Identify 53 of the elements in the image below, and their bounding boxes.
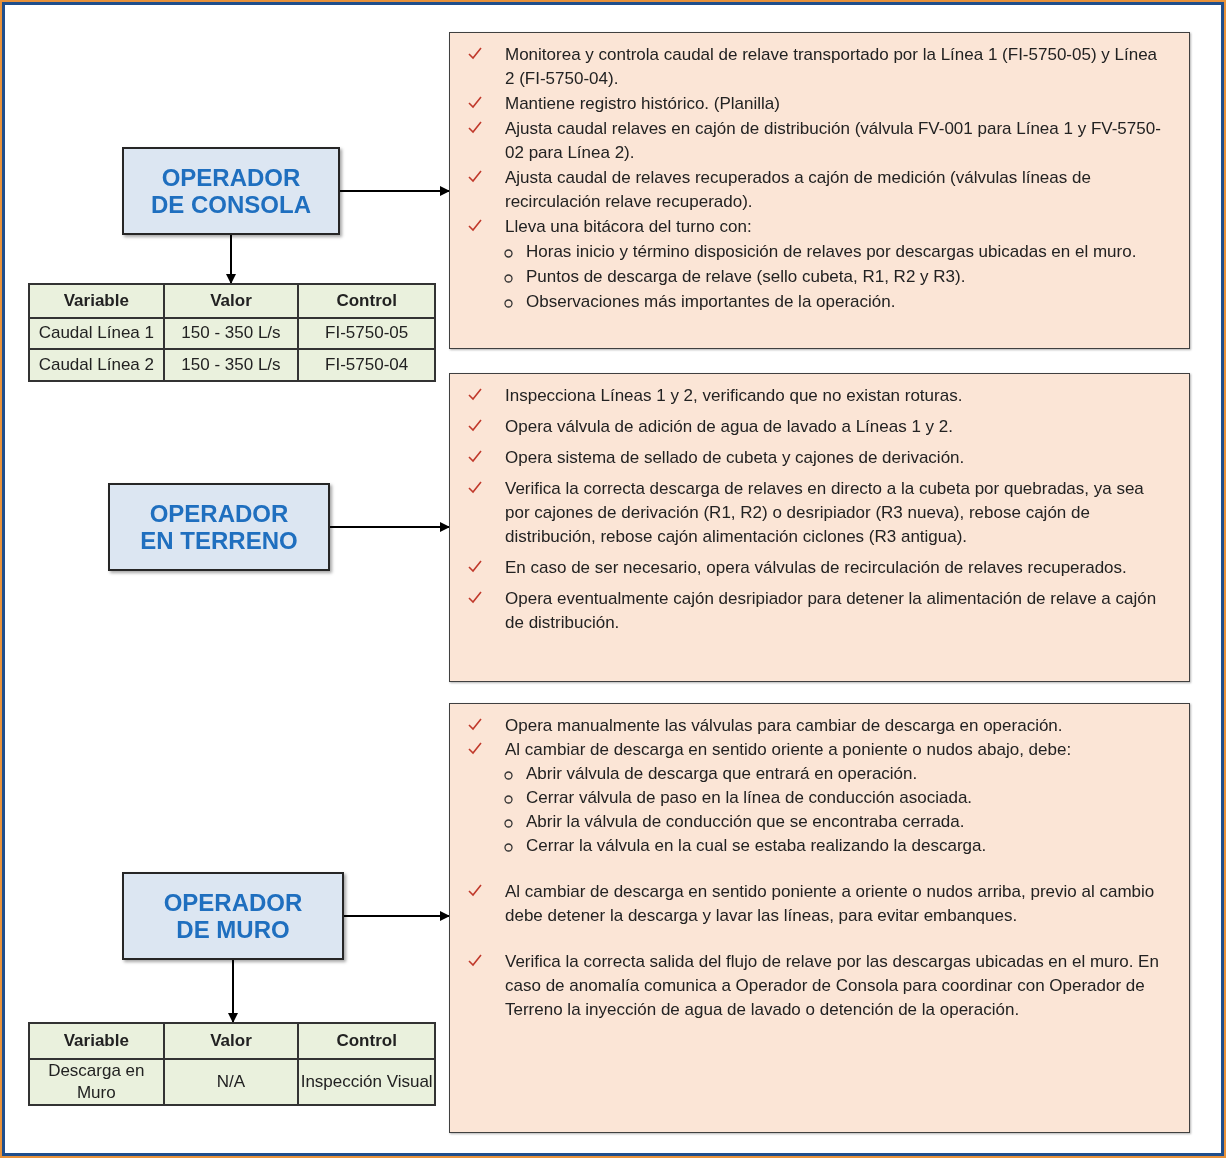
table-cell: FI-5750-05	[299, 316, 434, 349]
task-text: Verifica la correcta salida del flujo de relave por las descargas ubicadas en el muro. En caso de anomalía comunica a Operador de Consola para coordinar con Operador de Terreno la inyección de agua de lavado o detención de la operación.	[505, 951, 1160, 1021]
table-header-cell: Valor	[164, 285, 300, 317]
task-panel	[449, 32, 1190, 349]
task-text: Abrir la válvula de conducción que se encontraba cerrada.	[526, 811, 965, 833]
task-text: Mantiene registro histórico. (Planilla)	[505, 93, 780, 115]
task-text: Cerrar la válvula en la cual se estaba realizando la descarga.	[526, 835, 987, 857]
task-text: Ajusta caudal relaves en cajón de distribución (válvula FV-001 para Línea 1 y FV-5750-02 para Línea 2).	[505, 118, 1162, 164]
task-text: Al cambiar de descarga en sentido poniente a oriente o nudos arriba, previo al cambio debe detener la descarga y lavar las líneas, para evitar embanques.	[505, 881, 1156, 927]
table-header-cell-text: Control	[335, 1030, 398, 1052]
data-table	[28, 283, 436, 382]
data-table	[28, 1022, 436, 1106]
task-text: Horas inicio y término disposición de relaves por descargas ubicadas en el muro.	[526, 241, 1137, 263]
table-cell: Descarga en Muro	[30, 1058, 165, 1104]
role-title: OPERADOR DE CONSOLA	[150, 164, 312, 218]
role-box	[122, 147, 340, 235]
arrow	[226, 234, 236, 284]
table-header-cell: Variable	[30, 1024, 165, 1058]
arrow	[339, 186, 450, 196]
task-text: Abrir válvula de descarga que entrará en operación.	[526, 763, 918, 785]
task-panel	[449, 373, 1190, 682]
task-text: Monitorea y controla caudal de relave transportado por la Línea 1 (FI-5750-05) y Línea 2 (FI-5750-04).	[505, 44, 1159, 90]
task-text: Lleva una bitácora del turno con:	[505, 216, 752, 238]
task-text: Al cambiar de descarga en sentido oriente a poniente o nudos abajo, debe:	[505, 739, 1072, 761]
task-text: Puntos de descarga de relave (sello cubeta, R1, R2 y R3).	[526, 266, 966, 288]
table-cell: 150 - 350 L/s	[164, 316, 300, 349]
role-box	[122, 872, 344, 960]
table-cell: Caudal Línea 2	[30, 348, 165, 380]
role-box	[108, 483, 330, 571]
task-panel	[449, 703, 1190, 1133]
role-title: OPERADOR EN TERRENO	[139, 500, 299, 554]
table-cell: Inspección Visual	[299, 1058, 434, 1104]
arrow	[329, 522, 450, 532]
table-cell: 150 - 350 L/s	[164, 348, 300, 380]
table-header-cell: Valor	[164, 1024, 300, 1058]
task-text: Cerrar válvula de paso en la línea de conducción asociada.	[526, 787, 973, 809]
arrow	[343, 911, 450, 921]
task-text: Opera eventualmente cajón desripiador para detener la alimentación de relave a cajón de distribución.	[505, 588, 1158, 634]
task-text: Ajusta caudal de relaves recuperados a cajón de medición (válvulas líneas de recirculación relave recuperado).	[505, 167, 1092, 213]
task-text: Opera sistema de sellado de cubeta y cajones de derivación.	[505, 447, 965, 469]
table-cell: FI-5750-04	[299, 348, 434, 380]
task-text: En caso de ser necesario, opera válvulas de recirculación de relaves recuperados.	[505, 557, 1127, 579]
table-header-cell-text: Control	[335, 289, 398, 312]
task-text: Opera manualmente las válvulas para cambiar de descarga en operación.	[505, 715, 1063, 737]
task-text: Observaciones más importantes de la operación.	[526, 291, 896, 313]
table-cell: Caudal Línea 1	[30, 316, 165, 349]
task-text: Verifica la correcta descarga de relaves en directo a la cubeta por quebradas, ya sea por cajones de derivación (R1, R2) o desripiador (R3 nueva), rebose cajón de distribución, rebose cajón alimentación ciclones (R3 antigua).	[505, 478, 1145, 548]
task-text: Opera válvula de adición de agua de lavado a Líneas 1 y 2.	[505, 416, 953, 438]
role-title: OPERADOR DE MURO	[162, 889, 304, 943]
arrow	[228, 959, 238, 1023]
task-text: Inspecciona Líneas 1 y 2, verificando que no existan roturas.	[505, 385, 963, 407]
table-header-cell: Variable	[30, 285, 165, 317]
table-cell: N/A	[164, 1058, 300, 1104]
